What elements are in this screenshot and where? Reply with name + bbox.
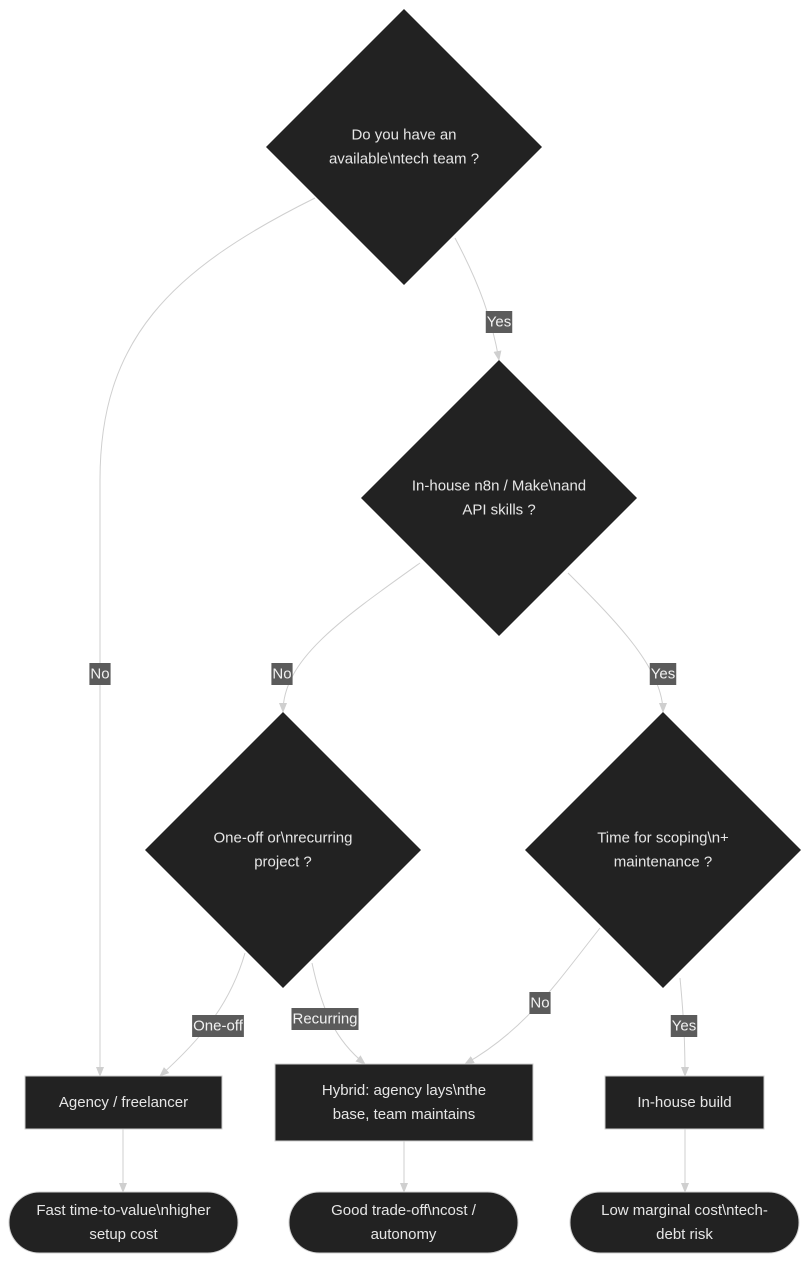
- edge-label-yes: Yes: [670, 1015, 698, 1037]
- node-q-project-type: One-off or\nrecurring project ?: [145, 712, 421, 988]
- edge-label-background: [529, 992, 551, 1014]
- node-label-line: API skills ?: [462, 502, 535, 519]
- edge-label-background: [271, 663, 293, 685]
- node-label-line: Hybrid: agency lays\nthe: [322, 1082, 486, 1099]
- node-label-line: autonomy: [371, 1226, 437, 1243]
- node-label-line: setup cost: [89, 1226, 158, 1243]
- nodes-layer: Do you have an available\ntech team ? In-h…: [8, 9, 801, 1254]
- node-outcome-agency: Fast time-to-value\nhigher setup cost: [8, 1191, 239, 1254]
- node-label-line: base, team maintains: [333, 1106, 476, 1123]
- node-agency: Agency / freelancer: [24, 1075, 223, 1130]
- diamond-shape: [266, 9, 542, 285]
- stadium-shape: [288, 1191, 519, 1254]
- edge-q-skills-to-q-time: [567, 572, 667, 713]
- node-label-line: In-house n8n / Make\nand: [412, 478, 586, 495]
- edge-q-tech-team-to-q-skills: [454, 237, 502, 361]
- edge-label-background: [291, 1008, 359, 1030]
- edge-label-background: [192, 1015, 244, 1037]
- edge-q-tech-team-to-agency: [96, 197, 316, 1077]
- node-outcome-hybrid: Good trade-off\ncost / autonomy: [288, 1191, 519, 1254]
- edge-label-yes: Yes: [485, 311, 513, 333]
- edge-label-text: Recurring: [292, 1011, 357, 1028]
- node-label-line: One-off or\nrecurring: [214, 830, 353, 847]
- edge-label-text: Yes: [651, 666, 675, 683]
- edge-label-text: One-off: [193, 1018, 244, 1035]
- node-label-line: In-house build: [637, 1094, 731, 1111]
- diamond-shape: [361, 360, 637, 636]
- stadium-shape: [569, 1191, 800, 1254]
- edge-q-project-type-to-agency: [159, 952, 246, 1077]
- edge-label-background: [649, 663, 677, 685]
- node-label-line: maintenance ?: [614, 854, 712, 871]
- node-inhouse: In-house build: [604, 1075, 765, 1130]
- edge-label-recurring: Recurring: [291, 1008, 359, 1030]
- node-label-line: project ?: [254, 854, 312, 871]
- edge-label-background: [485, 311, 513, 333]
- node-label-line: Good trade-off\ncost /: [331, 1202, 477, 1219]
- diamond-shape: [145, 712, 421, 988]
- node-q-tech-team: Do you have an available\ntech team ?: [266, 9, 542, 285]
- node-label-line: available\ntech team ?: [329, 151, 479, 168]
- edge-label-background: [670, 1015, 698, 1037]
- edge-label-text: Yes: [672, 1018, 696, 1035]
- diamond-shape: [525, 712, 801, 988]
- node-label-line: Time for scoping\n+: [597, 830, 729, 847]
- edge-label-one-off: One-off: [192, 1015, 244, 1037]
- edges-layer: [96, 197, 689, 1193]
- edge-label-text: No: [90, 666, 109, 683]
- edge-label-no: No: [89, 663, 111, 685]
- node-q-time: Time for scoping\n+ maintenance ?: [525, 712, 801, 988]
- node-label-line: Fast time-to-value\nhigher: [36, 1202, 210, 1219]
- node-label-line: Do you have an: [351, 127, 456, 144]
- stadium-shape: [8, 1191, 239, 1254]
- edge-label-no: No: [271, 663, 293, 685]
- rect-shape: [604, 1075, 765, 1130]
- node-label-line: Low marginal cost\ntech-: [601, 1202, 768, 1219]
- edge-label-no: No: [529, 992, 551, 1014]
- node-outcome-inhouse: Low marginal cost\ntech-debt risk: [569, 1191, 800, 1254]
- node-hybrid: Hybrid: agency lays\nthe base, team maint…: [274, 1063, 534, 1142]
- edge-label-background: [89, 663, 111, 685]
- edge-label-text: No: [272, 666, 291, 683]
- edge-label-yes: Yes: [649, 663, 677, 685]
- node-label-line: debt risk: [656, 1226, 713, 1243]
- rect-shape: [24, 1075, 223, 1130]
- edge-q-skills-to-q-project-type: [279, 562, 421, 713]
- rect-shape: [274, 1063, 534, 1142]
- edge-label-text: Yes: [487, 314, 511, 331]
- edge-label-text: No: [530, 995, 549, 1012]
- node-label-line: Agency / freelancer: [59, 1094, 188, 1111]
